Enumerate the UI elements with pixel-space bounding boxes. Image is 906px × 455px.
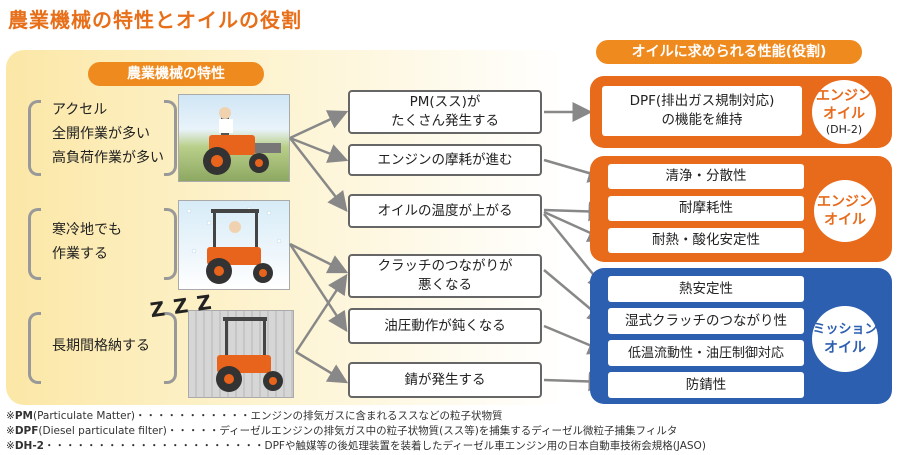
bracket-left — [28, 100, 41, 176]
effect-line: クラッチのつながりが — [377, 258, 513, 274]
footnote-term: PM — [14, 410, 33, 422]
tractor-field-image — [178, 94, 290, 182]
tractor-icon — [186, 206, 282, 284]
footnote-dots: ・・・・・・・・・・・ — [135, 410, 251, 422]
effect-line: PM(スス)が — [409, 94, 481, 110]
effect-clutch-engagement: クラッチのつながりが悪くなる — [348, 254, 542, 298]
footnote-desc: ディーゼルエンジンの排気ガス中の粒子状物質(スス等)を捕集するディーゼル微粒子捕… — [219, 425, 678, 437]
oil-property-wet-clutch: 湿式クラッチのつながり性 — [608, 308, 804, 334]
label-line: オイル — [824, 212, 866, 228]
footnote-dots: ・・・・・・・・・・・・・・・・・・・・・ — [43, 440, 265, 452]
footnote-desc: エンジンの排気ガスに含まれるススなどの粒子状物質 — [250, 410, 503, 422]
condition-line: 作業する — [52, 246, 108, 262]
effect-rust: 錆が発生する — [348, 362, 542, 398]
bracket-left — [28, 312, 41, 384]
effect-line: たくさん発生する — [391, 113, 499, 129]
effect-line: 油圧動作が鈍くなる — [384, 317, 506, 334]
oil-property-thermal-stability: 熱安定性 — [608, 276, 804, 302]
engine-oil-label: エンジン オイル — [814, 180, 876, 242]
footnote-paren: (Diesel particulate filter) — [38, 425, 167, 437]
footnote-term: DH-2 — [14, 440, 44, 452]
effect-line: 錆が発生する — [404, 371, 486, 388]
oil-property-rust-prevention: 防錆性 — [608, 372, 804, 398]
footnote-dpf: ※DPF(Diesel particulate filter)・・・・・ディーゼ… — [6, 425, 678, 437]
label-line: オイル — [824, 340, 866, 356]
bracket-right — [164, 208, 177, 280]
condition-high-load: アクセル 全開作業が多い 高負荷作業が多い — [52, 98, 164, 170]
footnote-term: DPF — [14, 425, 39, 437]
property-line: の機能を維持 — [661, 112, 743, 128]
oil-property-wear-resistance: 耐摩耗性 — [608, 196, 804, 221]
effect-hydraulic-slow: 油圧動作が鈍くなる — [348, 308, 542, 344]
label-line: オイル — [823, 106, 865, 122]
effect-oil-temperature: オイルの温度が上がる — [348, 194, 542, 228]
engine-oil-dh2-label: エンジン オイル (DH-2) — [812, 80, 876, 144]
page-title: 農業機械の特性とオイルの役割 — [8, 8, 302, 32]
oil-property-low-temp-fluidity: 低温流動性・油圧制御対応 — [608, 340, 804, 366]
effect-line: エンジンの摩耗が進む — [377, 151, 513, 168]
tractor-storage-image — [188, 310, 294, 398]
effect-pm-generated: PM(スス)がたくさん発生する — [348, 90, 542, 134]
label-line: エンジン — [816, 88, 872, 104]
machine-characteristics-header: 農業機械の特性 — [88, 62, 264, 86]
transmission-oil-label: ミッション オイル — [812, 306, 878, 372]
bracket-right — [164, 312, 177, 384]
footnote-dots: ・・・・・ — [166, 425, 220, 437]
tractor-icon — [203, 107, 281, 175]
condition-cold-region: 寒冷地でも 作業する — [52, 218, 122, 266]
condition-line: 長期間格納する — [52, 338, 150, 354]
property-line: DPF(排出ガス規制対応) — [629, 93, 775, 109]
label-line: ミッション — [812, 322, 878, 337]
footnote-desc: DPFや触媒等の後処理装置を装着したディーゼル車エンジン用の日本自動車技術会規格… — [264, 440, 706, 452]
oil-property-oxidation-stability: 耐熱・酸化安定性 — [608, 228, 804, 253]
condition-line: アクセル — [52, 102, 108, 118]
effect-line: 悪くなる — [418, 277, 472, 293]
condition-line: 寒冷地でも — [52, 222, 122, 238]
condition-line: 全開作業が多い — [52, 126, 150, 142]
oil-property-dpf: DPF(排出ガス規制対応) の機能を維持 — [602, 86, 802, 136]
footnote-dh2: ※DH-2・・・・・・・・・・・・・・・・・・・・・DPFや触媒等の後処理装置を… — [6, 440, 706, 452]
label-sub: (DH-2) — [825, 123, 863, 136]
condition-long-storage: 長期間格納する — [52, 334, 150, 358]
effect-engine-wear: エンジンの摩耗が進む — [348, 144, 542, 176]
label-line: エンジン — [817, 194, 873, 210]
oil-property-detergency: 清浄・分散性 — [608, 164, 804, 189]
effect-line: オイルの温度が上がる — [377, 202, 513, 219]
bracket-left — [28, 208, 41, 280]
footnote-pm: ※PM(Particulate Matter)・・・・・・・・・・・エンジンの排… — [6, 410, 503, 422]
tractor-icon — [216, 317, 283, 392]
oil-performance-header: オイルに求められる性能(役割) — [596, 40, 862, 64]
bracket-right — [164, 100, 177, 176]
footnote-paren: (Particulate Matter) — [32, 410, 136, 422]
condition-line: 高負荷作業が多い — [52, 150, 164, 166]
